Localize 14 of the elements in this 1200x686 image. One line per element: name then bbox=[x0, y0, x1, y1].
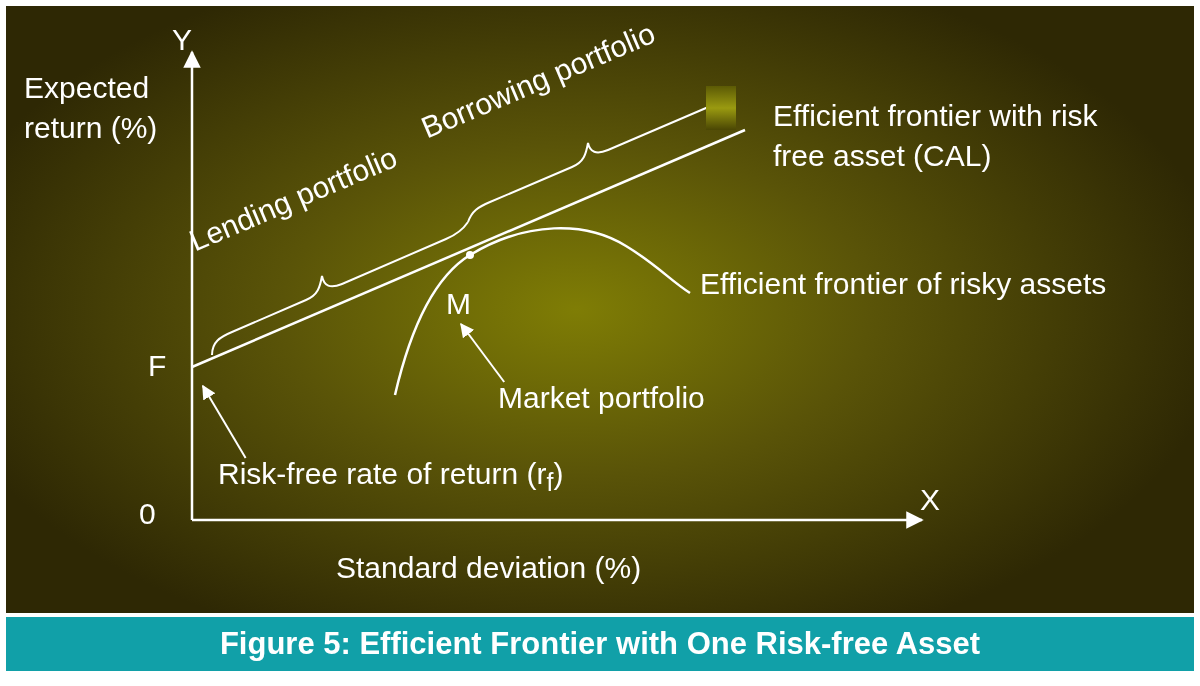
axis-label: 0 bbox=[139, 496, 156, 532]
axis-title: Standard deviation (%) bbox=[336, 550, 642, 586]
axis-title: Expected return (%) bbox=[24, 70, 159, 146]
line-label: Efficient frontier with risk free asset (CAL) bbox=[773, 98, 1099, 174]
axis-label: X bbox=[920, 482, 940, 518]
node-label: Risk-free rate of return (r$_{f}$) bbox=[218, 454, 564, 502]
leader-line bbox=[460, 322, 506, 383]
curve-label: Efficient frontier of risky assets bbox=[700, 266, 1107, 302]
axis-label: Y bbox=[172, 22, 192, 58]
leader-line bbox=[201, 384, 247, 459]
figure-caption: Figure 5: Efficient Frontier with One Risk-free Asset bbox=[6, 617, 1194, 671]
axis-label: F bbox=[148, 346, 204, 386]
node-label: Market portfolio bbox=[498, 378, 705, 418]
point-label: M bbox=[446, 284, 471, 324]
